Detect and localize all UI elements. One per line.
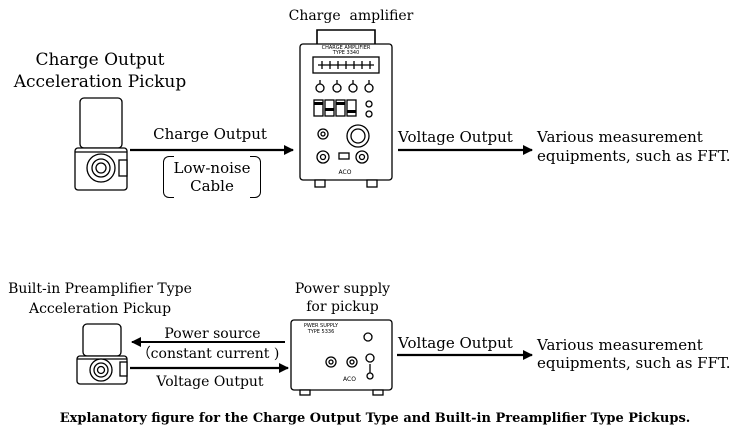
preamp-pickup-drawing	[76, 323, 128, 385]
equipment-label-top-line1: Various measurement	[537, 128, 703, 146]
power-supply-drawing	[290, 319, 393, 396]
charge-amplifier-drawing	[299, 29, 393, 188]
power-source-label: Power source	[164, 326, 261, 342]
amp-type-text: TYPE 3340	[332, 50, 360, 56]
charge-pickup-label-line1: Charge Output	[35, 50, 165, 70]
equipment-label-bottom-line2: equipments, such as FFT.	[537, 354, 731, 372]
voltage-output-label-bottom: Voltage Output	[398, 334, 513, 352]
preamp-pickup-label-line2: Acceleration Pickup	[28, 301, 172, 317]
charge-pickup-label-line2: Acceleration Pickup	[13, 72, 187, 92]
charge-amplifier-title: Charge amplifier	[288, 8, 414, 24]
power-supply-title-line1: Power supply	[294, 281, 391, 297]
amp-name-text: CHARGE AMPLIFIER	[321, 45, 371, 51]
cable-bracket-left	[163, 156, 174, 198]
figure-caption: Explanatory figure for the Charge Output…	[59, 411, 691, 426]
preamp-pickup-label-line1: Built-in Preamplifier Type	[8, 281, 192, 297]
charge-output-label: Charge Output	[153, 125, 267, 143]
supply-type-text: TYPE 5336	[307, 329, 335, 335]
cable-label-line2: Cable	[190, 177, 234, 195]
constant-current-label: （constant current )	[136, 346, 280, 362]
supply-name-text: PWER SUPPLY	[303, 323, 339, 329]
power-supply-title-line2: for pickup	[306, 299, 379, 315]
voltage-output-label-top: Voltage Output	[398, 128, 513, 146]
amp-brand-text: ACO	[338, 169, 352, 176]
equipment-label-top-line2: equipments, such as FFT.	[537, 147, 731, 165]
cable-label-line1: Low-noise	[173, 159, 251, 177]
charge-pickup-drawing	[74, 97, 128, 191]
voltage-output-return-label: Voltage Output	[156, 374, 264, 390]
equipment-label-bottom-line1: Various measurement	[537, 336, 703, 354]
cable-bracket-right	[250, 156, 261, 198]
supply-brand-text: ACO	[343, 376, 356, 383]
